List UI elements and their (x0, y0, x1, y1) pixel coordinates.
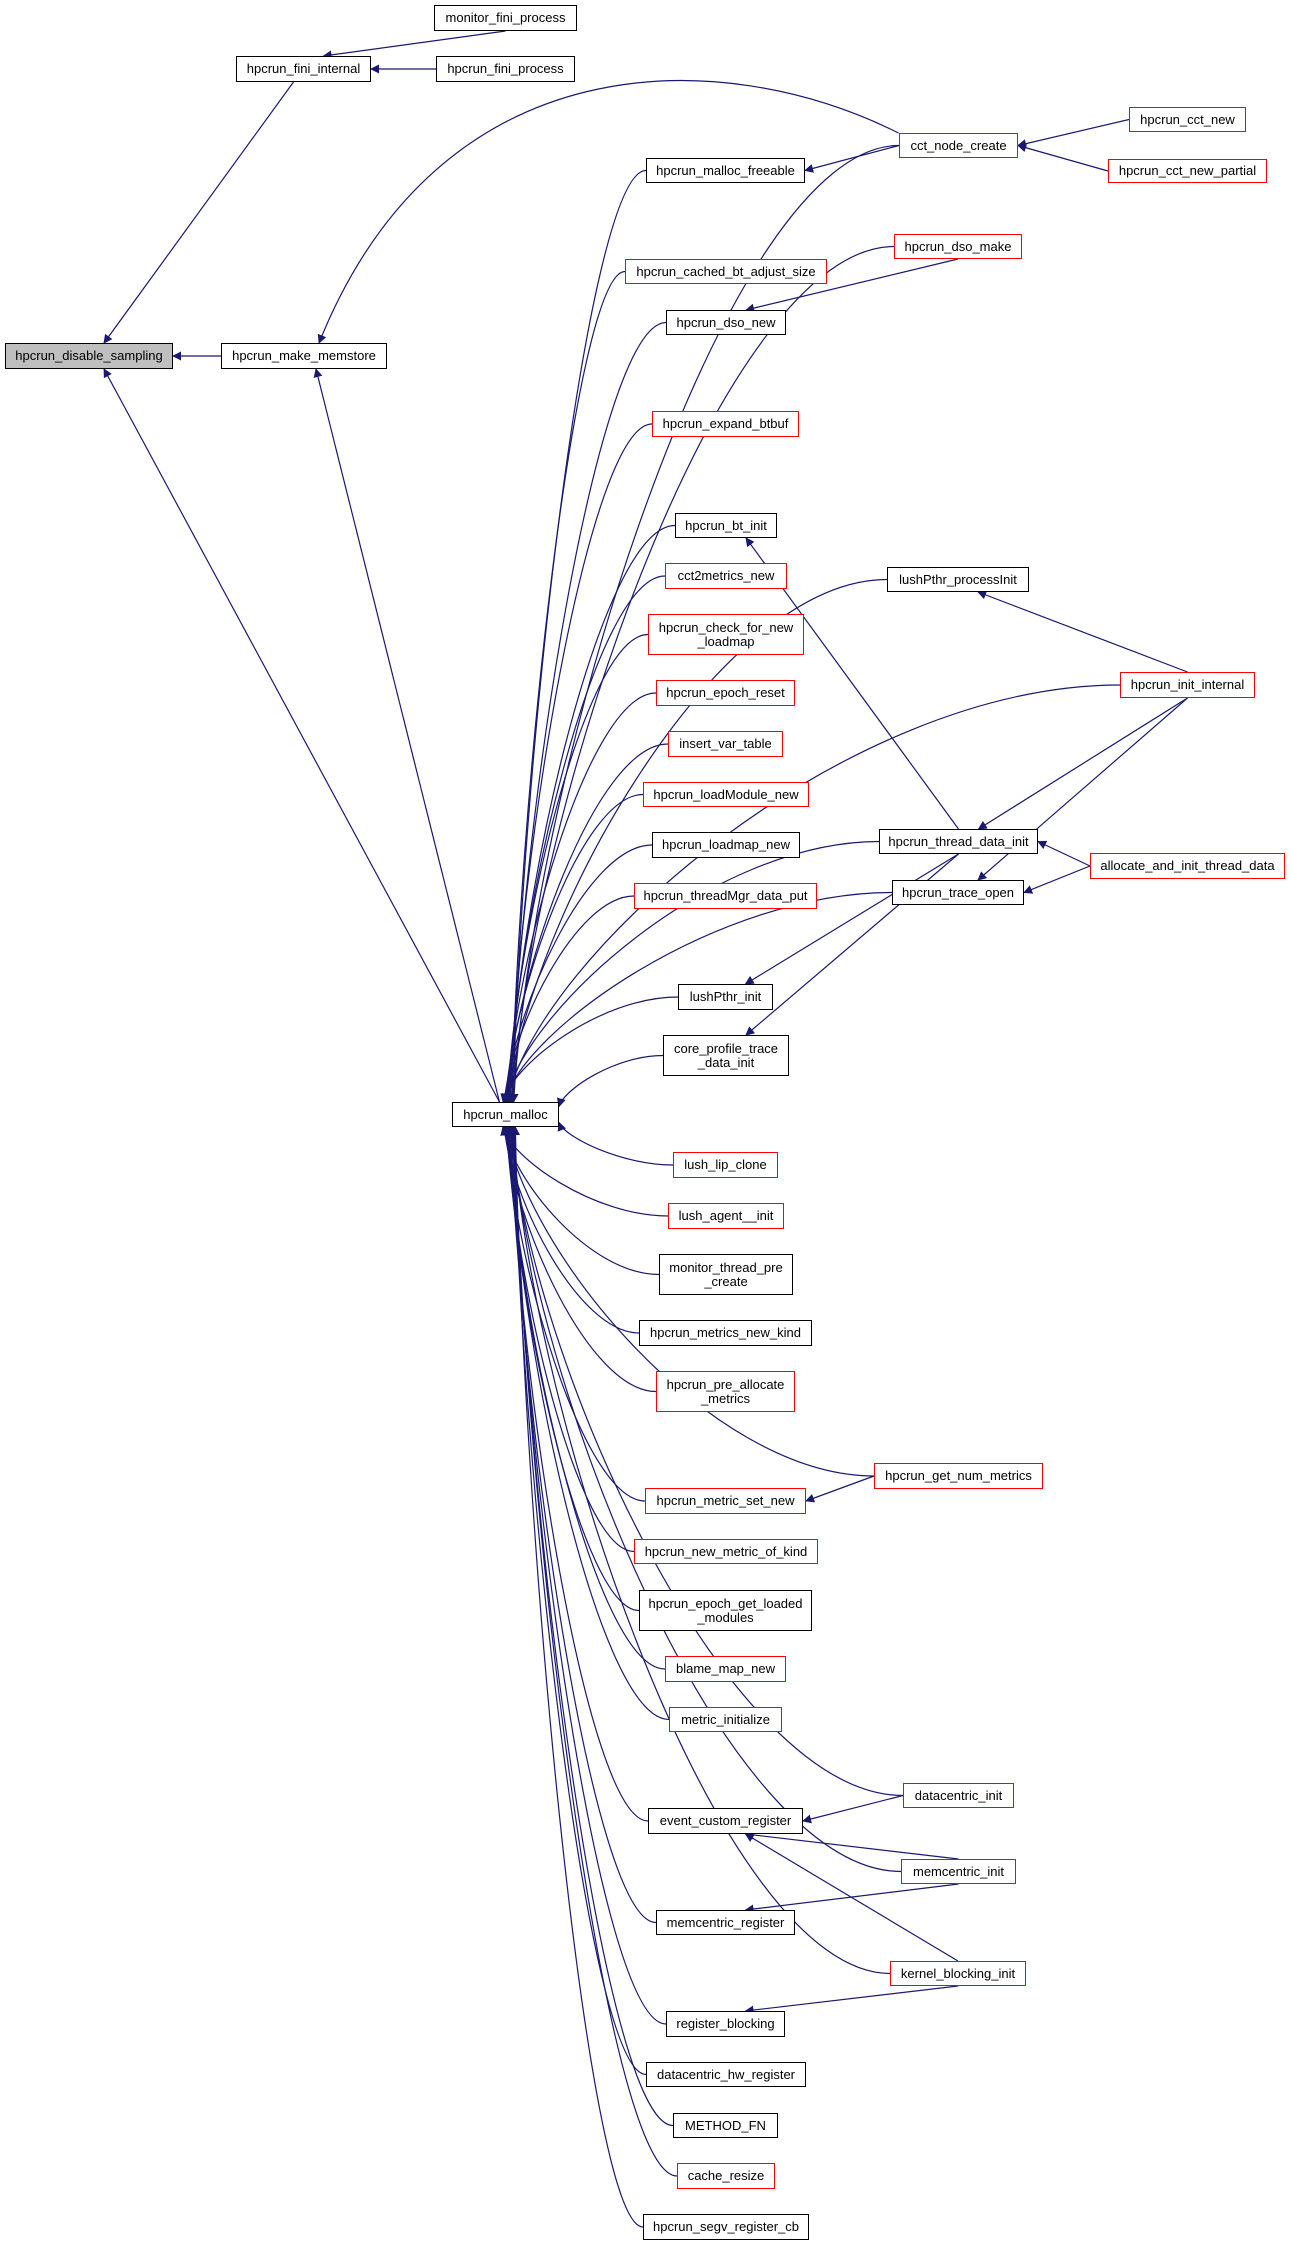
edge-bt-init-to-malloc (504, 524, 676, 1103)
edge-cct-new-partial-to-cct-node-create (1017, 143, 1109, 172)
node-epoch-get-loaded-modules[interactable]: hpcrun_epoch_get_loaded _modules (639, 1590, 812, 1631)
node-thread-data-init[interactable]: hpcrun_thread_data_init (879, 829, 1038, 854)
node-metric-initialize[interactable]: metric_initialize (669, 1707, 782, 1732)
edge-memcentric-init-to-event-custom-register (744, 1830, 959, 1860)
node-dso-new[interactable]: hpcrun_dso_new (666, 310, 786, 335)
edge-monitor-fini-process-to-fini-internal (322, 30, 506, 60)
node-cache-resize[interactable]: cache_resize (677, 2163, 775, 2189)
node-segv-register-cb[interactable]: hpcrun_segv_register_cb (643, 2214, 809, 2240)
edge-get-num-metrics-to-metric-set-new (805, 1475, 875, 1503)
node-lushPthr-init[interactable]: lushPthr_init (678, 984, 773, 1010)
node-make-memstore[interactable]: hpcrun_make_memstore (221, 343, 387, 369)
node-malloc[interactable]: hpcrun_malloc (452, 1102, 559, 1127)
node-metric-set-new[interactable]: hpcrun_metric_set_new (645, 1488, 806, 1514)
node-check-for-new-loadmap[interactable]: hpcrun_check_for_new _loadmap (648, 614, 804, 655)
node-memcentric-init[interactable]: memcentric_init (901, 1859, 1016, 1884)
edge-dso-make-to-dso-new (745, 258, 959, 313)
edge-monitor-thread-pre-create-to-malloc (500, 1126, 660, 1276)
edge-allocate-and-init-thread-data-to-thread-data-init (1037, 840, 1091, 867)
edge-cached-bt-adjust-size-to-malloc (507, 270, 626, 1103)
edge-thread-data-init-to-lushPthr-init (744, 853, 959, 985)
edge-lush-agent-init-to-malloc (500, 1126, 669, 1217)
edge-blame-map-new-to-malloc (504, 1126, 666, 1670)
node-epoch-reset[interactable]: hpcrun_epoch_reset (656, 680, 795, 706)
node-event-custom-register[interactable]: event_custom_register (648, 1808, 803, 1834)
node-fini-internal[interactable]: hpcrun_fini_internal (236, 56, 371, 82)
edge-lush-lip-clone-to-malloc (557, 1121, 674, 1166)
edge-core-profile-trace-data-init-to-malloc (556, 1054, 664, 1108)
node-allocate-and-init-thread-data[interactable]: allocate_and_init_thread_data (1090, 853, 1285, 879)
edge-expand-btbuf-to-malloc (505, 423, 653, 1103)
node-threadMgr-data-put[interactable]: hpcrun_threadMgr_data_put (634, 883, 817, 909)
node-lush-agent-init[interactable]: lush_agent__init (668, 1203, 784, 1229)
node-trace-open[interactable]: hpcrun_trace_open (892, 880, 1024, 905)
node-new-metric-of-kind[interactable]: hpcrun_new_metric_of_kind (634, 1539, 818, 1564)
node-core-profile-trace-data-init[interactable]: core_profile_trace _data_init (663, 1035, 789, 1076)
edge-cache-resize-to-malloc (510, 1126, 678, 2177)
node-blame-map-new[interactable]: blame_map_new (665, 1656, 786, 1682)
node-cct-new[interactable]: hpcrun_cct_new (1129, 107, 1246, 132)
node-datacentric-init[interactable]: datacentric_init (903, 1783, 1014, 1808)
node-datacentric-hw-register[interactable]: datacentric_hw_register (646, 2062, 806, 2087)
edge-metrics-new-kind-to-malloc (500, 1126, 640, 1334)
node-register-blocking[interactable]: register_blocking (666, 2011, 785, 2037)
node-insert-var-table[interactable]: insert_var_table (668, 731, 783, 757)
edge-cct-new-to-cct-node-create (1017, 118, 1130, 149)
edge-dso-new-to-malloc (507, 321, 667, 1103)
node-cct-node-create[interactable]: cct_node_create (899, 133, 1018, 158)
edge-malloc-to-disable-sampling (103, 368, 501, 1103)
edge-metric-set-new-to-malloc (502, 1126, 646, 1502)
node-init-internal[interactable]: hpcrun_init_internal (1120, 672, 1255, 698)
node-lushPthr-processInit[interactable]: lushPthr_processInit (887, 567, 1029, 592)
node-expand-btbuf[interactable]: hpcrun_expand_btbuf (652, 411, 799, 437)
node-monitor-thread-pre-create[interactable]: monitor_thread_pre _create (659, 1254, 793, 1295)
node-malloc-freeable[interactable]: hpcrun_malloc_freeable (646, 158, 805, 183)
edge-datacentric-init-to-event-custom-register (802, 1794, 904, 1824)
edge-lushPthr-processInit-to-malloc (504, 578, 888, 1103)
edge-fini-internal-to-disable-sampling (103, 81, 294, 344)
edge-epoch-reset-to-malloc (502, 692, 657, 1103)
edge-register-blocking-to-malloc (508, 1126, 667, 2025)
node-memcentric-register[interactable]: memcentric_register (656, 1910, 795, 1935)
edge-check-for-new-loadmap-to-malloc (503, 633, 649, 1103)
node-disable-sampling: hpcrun_disable_sampling (5, 343, 173, 369)
node-cached-bt-adjust-size[interactable]: hpcrun_cached_bt_adjust_size (625, 259, 827, 284)
node-kernel-blocking-init[interactable]: kernel_blocking_init (890, 1961, 1026, 1986)
node-metrics-new-kind[interactable]: hpcrun_metrics_new_kind (639, 1320, 812, 1346)
edge-init-internal-to-thread-data-init (977, 697, 1188, 830)
node-loadModule-new[interactable]: hpcrun_loadModule_new (643, 782, 809, 807)
edge-segv-register-cb-to-malloc (511, 1126, 644, 2228)
node-cct2metrics-new[interactable]: cct2metrics_new (665, 563, 787, 589)
edge-init-internal-to-lushPthr-processInit (977, 590, 1188, 673)
node-fini-process[interactable]: hpcrun_fini_process (436, 56, 575, 82)
node-bt-init[interactable]: hpcrun_bt_init (675, 513, 777, 538)
edge-thread-data-init-to-malloc (502, 840, 880, 1103)
edge-cct-node-create-to-make-memstore (317, 80, 899, 344)
node-pre-allocate-metrics[interactable]: hpcrun_pre_allocate _metrics (656, 1371, 795, 1412)
edge-cct-node-create-to-malloc-freeable (804, 144, 900, 173)
edge-trace-open-to-malloc (502, 891, 893, 1103)
node-dso-make[interactable]: hpcrun_dso_make (894, 234, 1022, 259)
node-method-fn[interactable]: METHOD_FN (673, 2113, 778, 2138)
node-get-num-metrics[interactable]: hpcrun_get_num_metrics (874, 1463, 1043, 1489)
edge-malloc-to-make-memstore (313, 368, 501, 1103)
node-lush-lip-clone[interactable]: lush_lip_clone (673, 1152, 778, 1178)
edge-memcentric-init-to-memcentric-register (744, 1883, 959, 1914)
node-cct-new-partial[interactable]: hpcrun_cct_new_partial (1108, 159, 1267, 183)
edge-get-num-metrics-to-malloc (502, 1126, 875, 1477)
edge-kernel-blocking-init-to-register-blocking (744, 1985, 959, 2015)
edge-dso-make-to-malloc (508, 245, 895, 1103)
node-loadmap-new[interactable]: hpcrun_loadmap_new (652, 832, 800, 858)
edge-threadMgr-data-put-to-malloc (500, 895, 635, 1103)
edge-kernel-blocking-init-to-malloc (508, 1126, 891, 1975)
edge-allocate-and-init-thread-data-to-trace-open (1023, 865, 1091, 894)
node-monitor-fini-process[interactable]: monitor_fini_process (434, 5, 577, 31)
edge-loadModule-new-to-malloc (501, 793, 644, 1103)
